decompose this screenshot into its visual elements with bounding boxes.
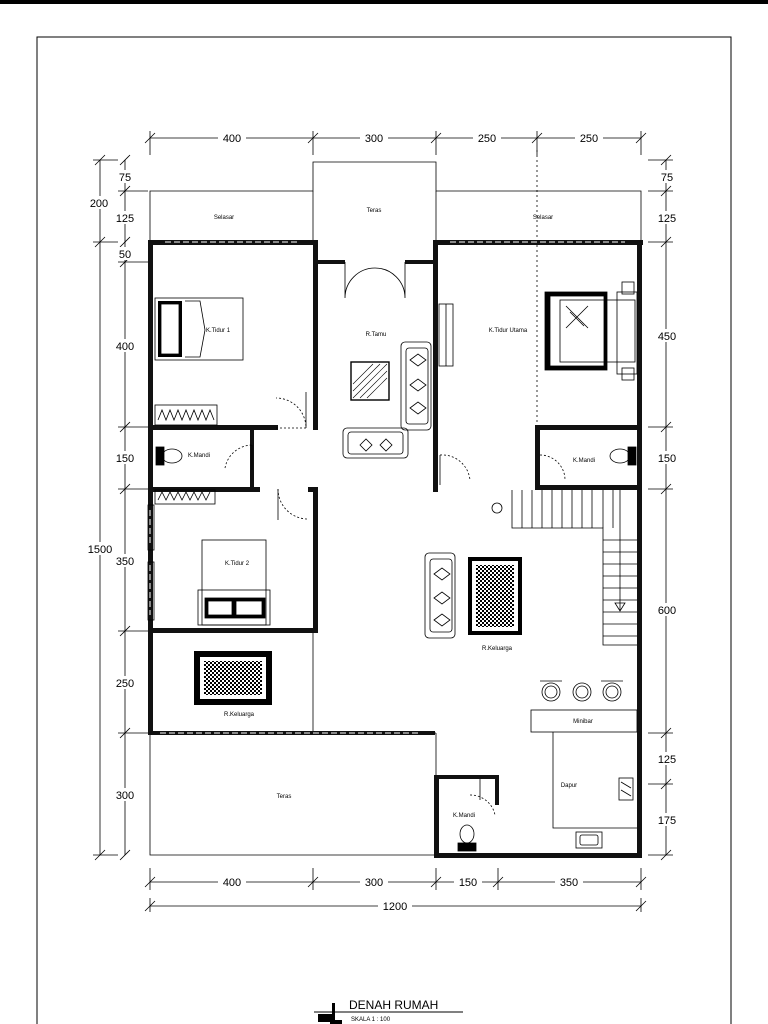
room-dapur: Dapur	[561, 783, 577, 789]
dim-right-2: 125	[658, 213, 676, 225]
dim-left-inner-3: 50	[119, 249, 131, 261]
shelf-tidur-utama-icon	[438, 303, 454, 367]
dim-left-inner-8: 300	[116, 790, 134, 802]
dim-top-3: 250	[478, 133, 496, 145]
dimension-lines	[93, 131, 673, 912]
toilet-left-icon	[155, 446, 183, 466]
dim-bottom-3: 150	[459, 877, 477, 889]
room-tamu: R.Tamu	[366, 332, 387, 338]
room-teras-top: Teras	[367, 208, 382, 214]
wardrobe-tidur2-icon	[154, 489, 216, 505]
sheet-frame	[36, 36, 732, 1024]
terrace-outlines	[149, 150, 642, 856]
rug-keluarga-icon	[468, 557, 522, 635]
dim-top-2: 300	[365, 133, 383, 145]
dim-left-inner-2: 125	[116, 213, 134, 225]
top-border-bar	[0, 0, 768, 4]
room-keluarga-left: R.Keluarga	[224, 712, 255, 718]
bed-tidur1-icon	[154, 297, 244, 361]
room-keluarga-main: R.Keluarga	[482, 646, 513, 652]
room-mandi-left: K.Mandi	[188, 453, 210, 459]
toilet-bottom-icon	[457, 824, 477, 852]
room-selasar-left: Selasar	[214, 215, 234, 221]
window-frames	[147, 504, 155, 621]
dim-right-6: 125	[658, 754, 676, 766]
room-tidur-utama: K.Tidur Utama	[489, 328, 528, 334]
wardrobe-tidur1-icon	[154, 404, 218, 426]
dim-bottom-1: 400	[223, 877, 241, 889]
dim-top-4: 250	[580, 133, 598, 145]
sofa-keluarga-icon	[424, 552, 456, 639]
doors	[224, 262, 566, 816]
dim-left-inner-7: 250	[116, 678, 134, 690]
sink-icon	[575, 831, 603, 849]
minibar-counter-icon	[530, 709, 638, 829]
windows	[149, 241, 625, 734]
dim-left-inner-4: 400	[116, 341, 134, 353]
sofa-tamu-icon	[342, 341, 432, 459]
dimension-labels: 400 300 250 250 400 300 150 350 1200 200…	[84, 131, 679, 913]
bed-tidur2-icon	[197, 539, 271, 626]
title-block: DENAH RUMAH SKALA 1 : 100	[314, 998, 463, 1024]
dim-left-inner-1: 75	[119, 172, 131, 184]
dim-bottom-total: 1200	[383, 901, 407, 913]
dim-right-3: 450	[658, 331, 676, 343]
dim-top-1: 400	[223, 133, 241, 145]
drawing-scale: SKALA 1 : 100	[351, 1017, 391, 1023]
dim-left-inner-6: 350	[116, 556, 134, 568]
room-selasar-right: Selasar	[533, 215, 553, 221]
dim-bottom-2: 300	[365, 877, 383, 889]
room-mandi-bottom: K.Mandi	[453, 813, 475, 819]
bed-tidur-utama-icon	[544, 281, 638, 381]
dim-bottom-4: 350	[560, 877, 578, 889]
dim-left-inner-5: 150	[116, 453, 134, 465]
dim-right-7: 175	[658, 815, 676, 827]
bar-stools-icon	[540, 680, 623, 702]
coffee-table-icon	[350, 361, 390, 401]
dim-right-5: 600	[658, 605, 676, 617]
dim-left-outer-2: 1500	[88, 544, 112, 556]
room-minibar: Minibar	[573, 719, 593, 725]
room-mandi-right: K.Mandi	[573, 458, 595, 464]
room-labels: Selasar Teras Selasar K.Tidur 1 R.Tamu K…	[188, 208, 595, 819]
stove-icon	[618, 777, 634, 801]
drawing-title: DENAH RUMAH	[349, 998, 438, 1012]
stairs-icon	[491, 490, 637, 646]
dim-right-1: 75	[661, 172, 673, 184]
toilet-right-icon	[609, 446, 637, 466]
dim-left-outer-1: 200	[90, 198, 108, 210]
rug-left-icon	[194, 651, 272, 705]
walls	[148, 240, 643, 858]
room-tidur1: K.Tidur 1	[206, 328, 231, 334]
room-teras-bottom: Teras	[277, 794, 292, 800]
dim-right-4: 150	[658, 453, 676, 465]
room-tidur2: K.Tidur 2	[225, 561, 250, 567]
